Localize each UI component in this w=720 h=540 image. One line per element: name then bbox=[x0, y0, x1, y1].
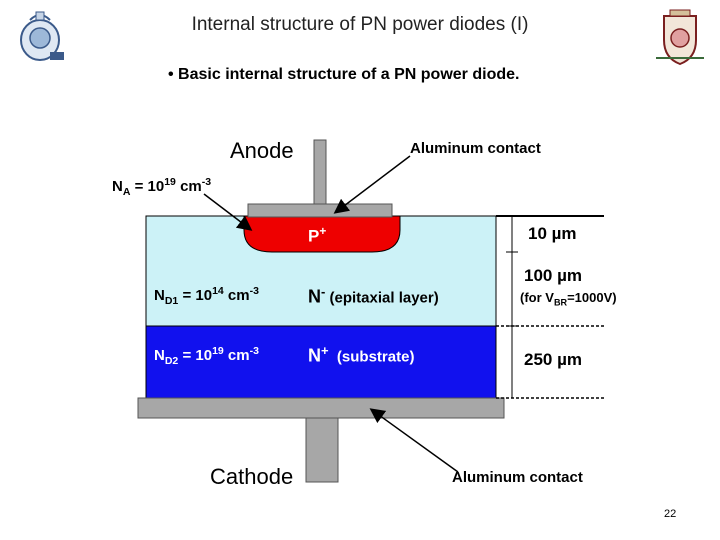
anode-label: Anode bbox=[230, 138, 294, 163]
na-doping-label: NA = 1019 cm-3 bbox=[112, 176, 212, 198]
p-plus-region bbox=[243, 215, 401, 253]
crest-icon bbox=[656, 9, 704, 66]
dim-epi-label: 100 µm bbox=[524, 266, 582, 285]
aluminum-contact-top-label: Aluminum contact bbox=[410, 140, 541, 157]
n-plus-label: N+ (substrate) bbox=[308, 343, 415, 366]
na-arrow bbox=[203, 193, 253, 231]
n-minus-label: N- (epitaxial layer) bbox=[308, 284, 439, 307]
aluminum-contact-bottom-label: Aluminum contact bbox=[452, 469, 583, 486]
slide-title: Internal structure of PN power diodes (I… bbox=[191, 14, 529, 35]
bottom-aluminum-contact bbox=[137, 397, 505, 419]
anode-terminal bbox=[313, 139, 327, 205]
dim-p-label: 10 µm bbox=[528, 224, 577, 243]
nd1-doping-label: ND1 = 1014 cm-3 bbox=[154, 285, 259, 307]
bullet-text: • Basic internal structure of a PN power… bbox=[168, 66, 520, 83]
dim-epi-note: (for VBR=1000V) bbox=[520, 290, 617, 308]
top-aluminum-contact bbox=[247, 203, 393, 218]
page-number: 22 bbox=[664, 508, 677, 520]
cathode-label: Cathode bbox=[210, 464, 294, 489]
p-plus-label: P+ bbox=[308, 224, 327, 246]
cathode-terminal bbox=[305, 417, 339, 483]
bottom-contact-arrow bbox=[369, 408, 459, 473]
university-logo-icon bbox=[20, 11, 64, 61]
nd2-doping-label: ND2 = 1019 cm-3 bbox=[154, 345, 259, 367]
dim-substrate-label: 250 µm bbox=[524, 350, 582, 369]
substrate-layer bbox=[145, 325, 497, 399]
top-contact-arrow bbox=[333, 155, 411, 214]
